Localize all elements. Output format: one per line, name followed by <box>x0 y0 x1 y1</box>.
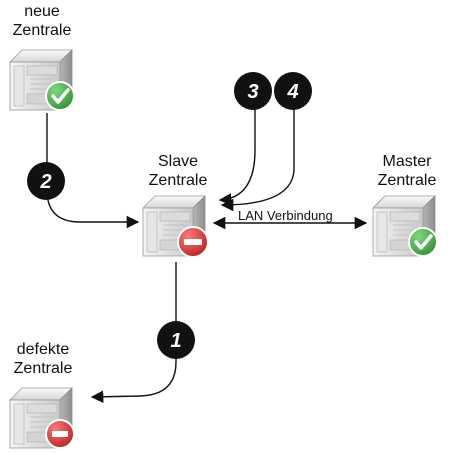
slave-unit-label-line1: Slave <box>157 153 199 170</box>
ok-badge-icon <box>45 81 75 111</box>
defective-unit-label: defekte Zentrale <box>0 340 86 378</box>
step-number: 2 <box>39 171 51 193</box>
master-unit-device <box>372 195 438 257</box>
step-badge-3: 3 <box>234 72 272 110</box>
ok-badge-icon <box>408 227 438 257</box>
step-number: 1 <box>170 330 181 352</box>
defective-unit-label-line2: Zentrale <box>13 360 73 377</box>
blocked-badge-icon <box>45 419 75 449</box>
slave-unit-label-line2: Zentrale <box>148 172 208 189</box>
step-number: 3 <box>247 81 258 103</box>
new-unit-label: neue Zentrale <box>0 2 84 40</box>
new-unit-label-line2: Zentrale <box>12 22 72 39</box>
connector-step3-to-slave <box>218 102 256 206</box>
defective-unit-label-line1: defekte <box>16 341 70 358</box>
slave-unit-device <box>142 195 209 258</box>
master-unit-label: Master Zentrale <box>365 152 449 190</box>
step-number: 4 <box>286 81 298 103</box>
slave-unit-label: Slave Zentrale <box>136 152 220 190</box>
step-badge-1: 1 <box>157 321 195 359</box>
new-unit-label-line1: neue <box>24 3 60 20</box>
step-badge-2: 2 <box>27 162 65 200</box>
master-unit-label-line1: Master <box>382 153 432 170</box>
defective-unit-device <box>9 387 75 449</box>
new-unit-device <box>9 49 75 111</box>
step-badge-4: 4 <box>274 72 312 110</box>
connector-step4-to-slave <box>220 102 295 212</box>
blocked-badge-icon <box>177 226 209 258</box>
connector-slave-to-defective <box>90 262 177 404</box>
master-unit-label-line2: Zentrale <box>377 172 437 189</box>
lan-connection-label: LAN Verbindung <box>238 208 333 223</box>
connector-new-to-slave <box>46 113 140 229</box>
